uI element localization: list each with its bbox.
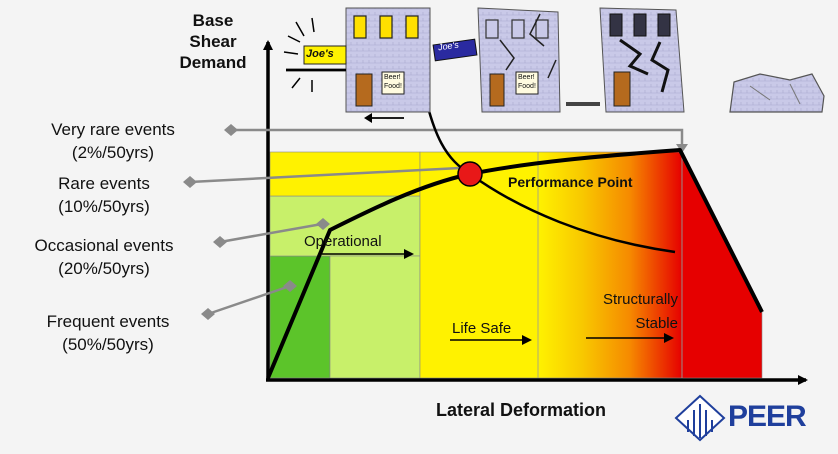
event-pointer-occasional	[213, 218, 330, 248]
event-label-occasional: Occasional events (20%/50yrs)	[4, 234, 204, 280]
event-period: (10%/50yrs)	[58, 197, 150, 216]
zone-green-light	[329, 255, 421, 379]
building-undamaged-illustration	[283, 7, 431, 123]
zone-label-structurally-stable: Structurally Stable	[572, 288, 678, 336]
zone-label-operational: Operational	[304, 233, 382, 250]
zone-label-line: Structurally	[602, 291, 678, 308]
event-name: Frequent events	[46, 312, 170, 331]
y-axis-label-line: Shear	[189, 32, 237, 51]
door-sign-line: Food!	[384, 83, 402, 90]
x-axis-label: Lateral Deformation	[436, 400, 607, 420]
event-name: Occasional events	[34, 236, 174, 255]
performance-point-label: Performance Point	[508, 174, 633, 190]
collapsed-rubble-illustration	[729, 73, 825, 113]
event-label-frequent: Frequent events (50%/50yrs)	[14, 310, 202, 356]
event-pointer-frequent	[201, 280, 297, 320]
peer-logo-text: PEER	[728, 400, 807, 433]
zone-label-line: Stable	[635, 315, 678, 332]
building-heavily-damaged-illustration	[566, 7, 685, 113]
event-name: Rare events	[58, 174, 150, 193]
zone-collapse	[681, 151, 763, 379]
event-period: (20%/50yrs)	[58, 259, 150, 278]
door-sign-line: Food!	[518, 83, 536, 90]
zone-label-life-safe: Life Safe	[452, 320, 512, 337]
peer-logo-mark	[674, 394, 726, 442]
y-axis-label: Base Shear Demand	[168, 10, 258, 73]
building-sign-text: Joe's	[306, 48, 334, 60]
event-label-very-rare: Very rare events (2%/50yrs)	[18, 118, 208, 164]
door-sign-line: Beer!	[384, 74, 401, 81]
event-pointer-very-rare	[224, 124, 688, 153]
event-name: Very rare events	[51, 120, 175, 139]
door-sign-damaged: Beer! Food!	[518, 73, 536, 91]
door-sign-line: Beer!	[518, 74, 535, 81]
y-axis-label-line: Base	[192, 11, 234, 30]
event-period: (2%/50yrs)	[71, 143, 155, 162]
y-axis-label-line: Demand	[179, 53, 247, 72]
building-damaged-illustration	[432, 7, 561, 113]
performance-point-marker	[457, 161, 483, 187]
door-sign: Beer! Food!	[384, 73, 402, 91]
zone-green-light-upper	[269, 195, 421, 257]
event-period: (50%/50yrs)	[62, 335, 154, 354]
zone-green-dark	[269, 255, 331, 379]
event-label-rare: Rare events (10%/50yrs)	[18, 172, 190, 218]
event-pointer-rare	[183, 166, 461, 188]
